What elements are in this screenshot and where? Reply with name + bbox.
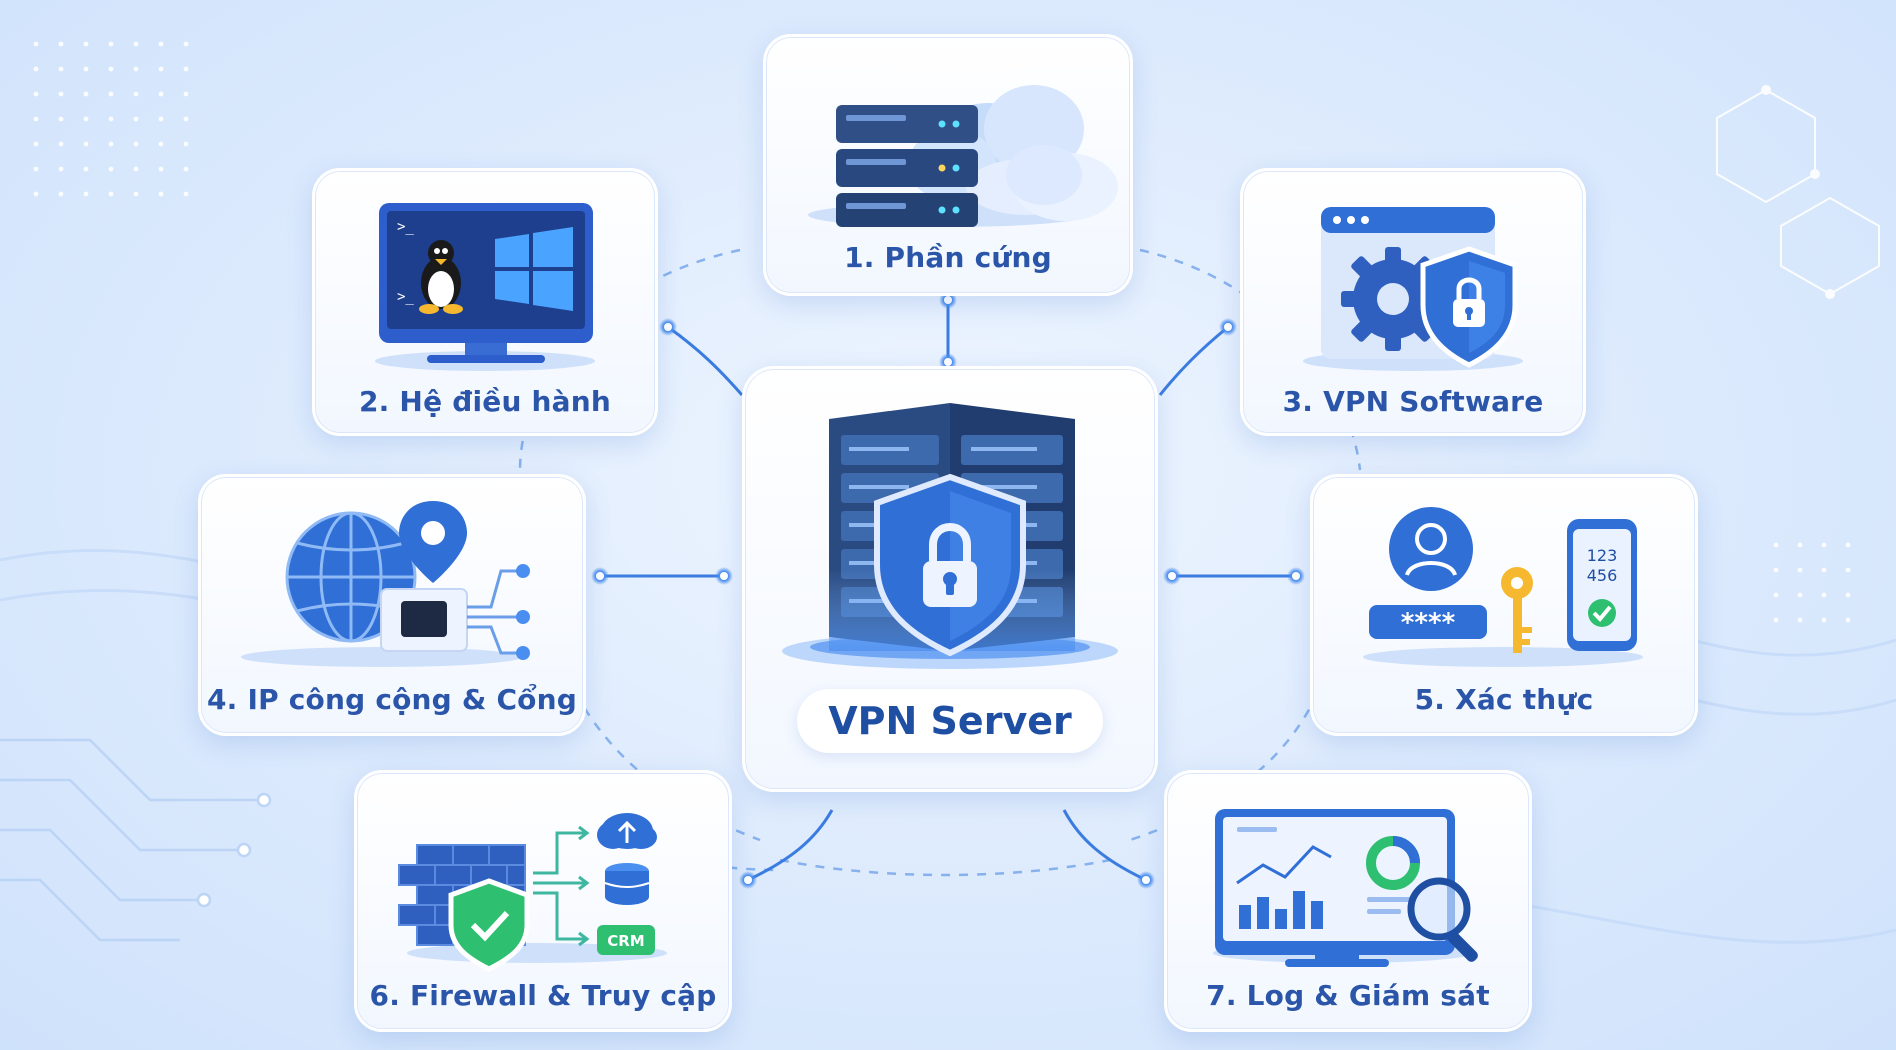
crm-text: CRM <box>607 932 645 950</box>
server-stack <box>836 105 978 227</box>
shield-lock-icon <box>874 473 1026 657</box>
card-operating-system[interactable]: >_ >_ 2. Hệ điều hành <box>312 168 658 436</box>
linux-penguin-icon <box>419 240 463 314</box>
center-label: VPN Server <box>828 699 1072 743</box>
card-hardware[interactable]: 1. Phần cứng <box>763 34 1133 296</box>
dot-grid-top-left <box>33 41 189 197</box>
card-label: 7. Log & Giám sát <box>1206 979 1490 1012</box>
prompt-glyph: >_ <box>397 219 414 235</box>
monitor-os-icon: >_ >_ <box>375 203 595 371</box>
firewall-icon: CRM <box>398 813 667 972</box>
user-avatar-icon <box>1389 507 1473 591</box>
card-public-ip-port[interactable]: 4. IP công cộng & Cổng <box>198 474 586 736</box>
card-vpn-software[interactable]: 3. VPN Software <box>1240 168 1586 436</box>
crm-badge-icon: CRM <box>597 925 655 955</box>
prompt-glyph: >_ <box>397 289 414 305</box>
donut-chart-icon <box>1366 836 1420 890</box>
database-icon <box>604 863 650 905</box>
phone-otp-icon: 123 456 <box>1567 519 1637 651</box>
hexagon-decoration <box>1716 85 1880 299</box>
circuit-decoration <box>0 738 272 942</box>
otp-line-1: 123 <box>1587 546 1618 565</box>
globe-network-icon <box>241 501 530 667</box>
card-label: 2. Hệ điều hành <box>358 385 612 418</box>
dot-grid-right <box>1773 542 1851 623</box>
connector-lines <box>600 290 1296 882</box>
gear-icon <box>1341 247 1445 351</box>
software-settings-shield-icon <box>1303 207 1523 371</box>
vpn-server-icon <box>782 403 1118 669</box>
card-label: 5. Xác thực <box>1414 683 1594 716</box>
key-icon <box>1501 567 1533 653</box>
card-authentication[interactable]: **** 123 456 5. Xác thực <box>1310 474 1698 736</box>
card-label: 1. Phần cứng <box>844 241 1052 274</box>
password-field-icon: **** <box>1369 605 1487 639</box>
card-label: 3. VPN Software <box>1282 385 1544 418</box>
bar-icon <box>1239 891 1323 929</box>
card-label: 4. IP công cộng & Cổng <box>207 683 577 716</box>
center-label-pill: VPN Server <box>797 689 1103 753</box>
server-cloud-icon <box>808 85 1118 227</box>
network-port-icon <box>380 588 468 652</box>
magnifier-icon <box>1407 877 1478 962</box>
shield-lock-icon <box>1420 246 1518 368</box>
monitoring-dashboard-icon <box>1213 809 1478 967</box>
center-vpn-server[interactable]: VPN Server <box>742 366 1158 792</box>
location-pin-icon <box>399 501 467 583</box>
card-firewall-access[interactable]: CRM 6. Firewall & Truy cập <box>354 770 732 1032</box>
cloud-upload-icon <box>597 813 657 849</box>
otp-line-2: 456 <box>1587 566 1618 585</box>
authentication-icon: **** 123 456 <box>1363 507 1643 667</box>
windows-logo-icon <box>495 227 573 311</box>
password-mask-text: **** <box>1401 608 1456 638</box>
card-label: 6. Firewall & Truy cập <box>369 979 717 1012</box>
card-logging-monitoring[interactable]: 7. Log & Giám sát <box>1164 770 1532 1032</box>
shield-check-icon <box>448 878 530 972</box>
